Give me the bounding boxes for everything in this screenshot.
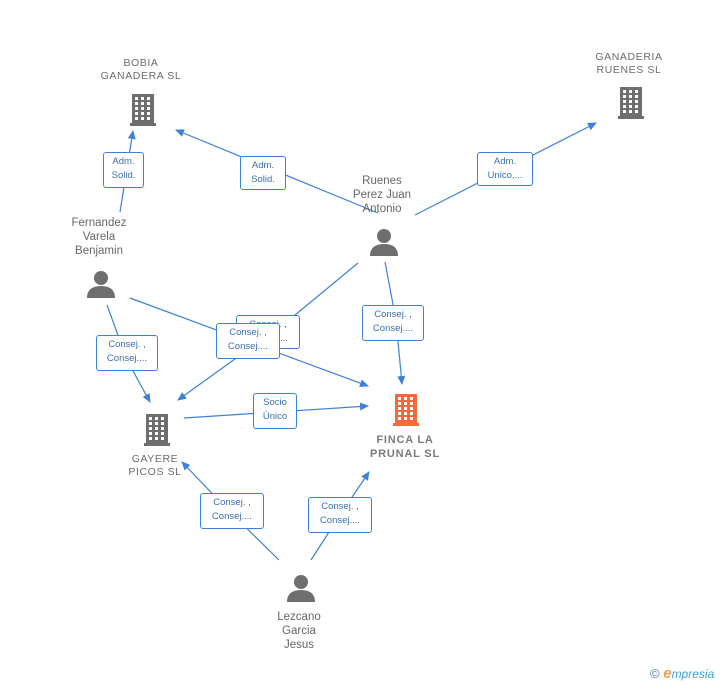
edge-label-lezcano-gayere[interactable]: Consej. , Consej.... — [200, 493, 264, 529]
node-label-bobia[interactable]: BOBIA GANADERA SL — [100, 57, 182, 82]
edge-label-ruenes-finca[interactable]: Consej. , Consej.... — [362, 305, 424, 341]
brand-logo[interactable]: empresia — [663, 665, 715, 682]
edge-label-gayere-finca[interactable]: Socio Único — [253, 393, 297, 429]
edge-label-fernandez-finca[interactable]: Consej. , Consej.... — [216, 323, 280, 359]
bobia-building-icon[interactable] — [130, 94, 156, 126]
node-label-lezcano[interactable]: Lezcano Garcia Jesus — [277, 611, 321, 651]
edge-label-lezcano-finca[interactable]: Consej. , Consej.... — [308, 497, 372, 533]
node-label-gayere[interactable]: GAYERE PICOS SL — [128, 453, 182, 478]
edge-label-fernandez-gayere[interactable]: Consej. , Consej.... — [96, 335, 158, 371]
node-label-fernandez[interactable]: Fernandez Varela Benjamin — [71, 217, 127, 257]
edge-label-fernandez-bobia[interactable]: Adm. Solid. — [103, 152, 144, 188]
ruenes-person-icon[interactable] — [370, 229, 398, 256]
ganaderia-building-icon[interactable] — [618, 87, 644, 119]
copyright-symbol: © — [650, 666, 660, 681]
edge-label-ruenes-bobia[interactable]: Adm. Solid. — [240, 156, 286, 190]
node-label-finca[interactable]: FINCA LA PRUNAL SL — [370, 434, 440, 460]
edge-label-ruenes-ganaderia[interactable]: Adm. Unico,... — [477, 152, 533, 186]
node-label-ganaderia[interactable]: GANADERIA RUENES SL — [595, 51, 663, 76]
node-label-ruenes[interactable]: Ruenes Perez Juan Antonio — [352, 175, 412, 215]
gayere-building-icon[interactable] — [144, 414, 170, 446]
copyright-footer: © empresia — [650, 665, 714, 682]
fernandez-person-icon[interactable] — [87, 271, 115, 298]
finca-building-icon[interactable] — [393, 394, 419, 426]
lezcano-person-icon[interactable] — [287, 575, 315, 602]
